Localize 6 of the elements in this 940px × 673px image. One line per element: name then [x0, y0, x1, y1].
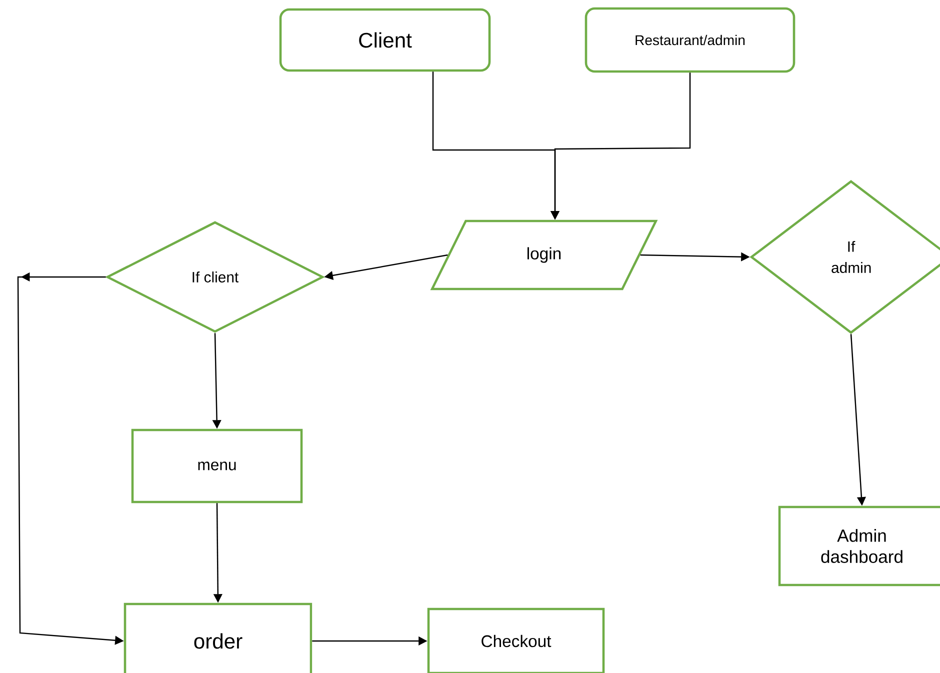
- start-box: Client: [279, 8, 491, 72]
- process-box: Checkout: [427, 608, 605, 673]
- process-box: menu: [131, 428, 303, 504]
- process-box: Admin dashboard: [778, 506, 940, 586]
- start-box: Restaurant/admin: [584, 7, 796, 73]
- process-box: order: [124, 602, 312, 673]
